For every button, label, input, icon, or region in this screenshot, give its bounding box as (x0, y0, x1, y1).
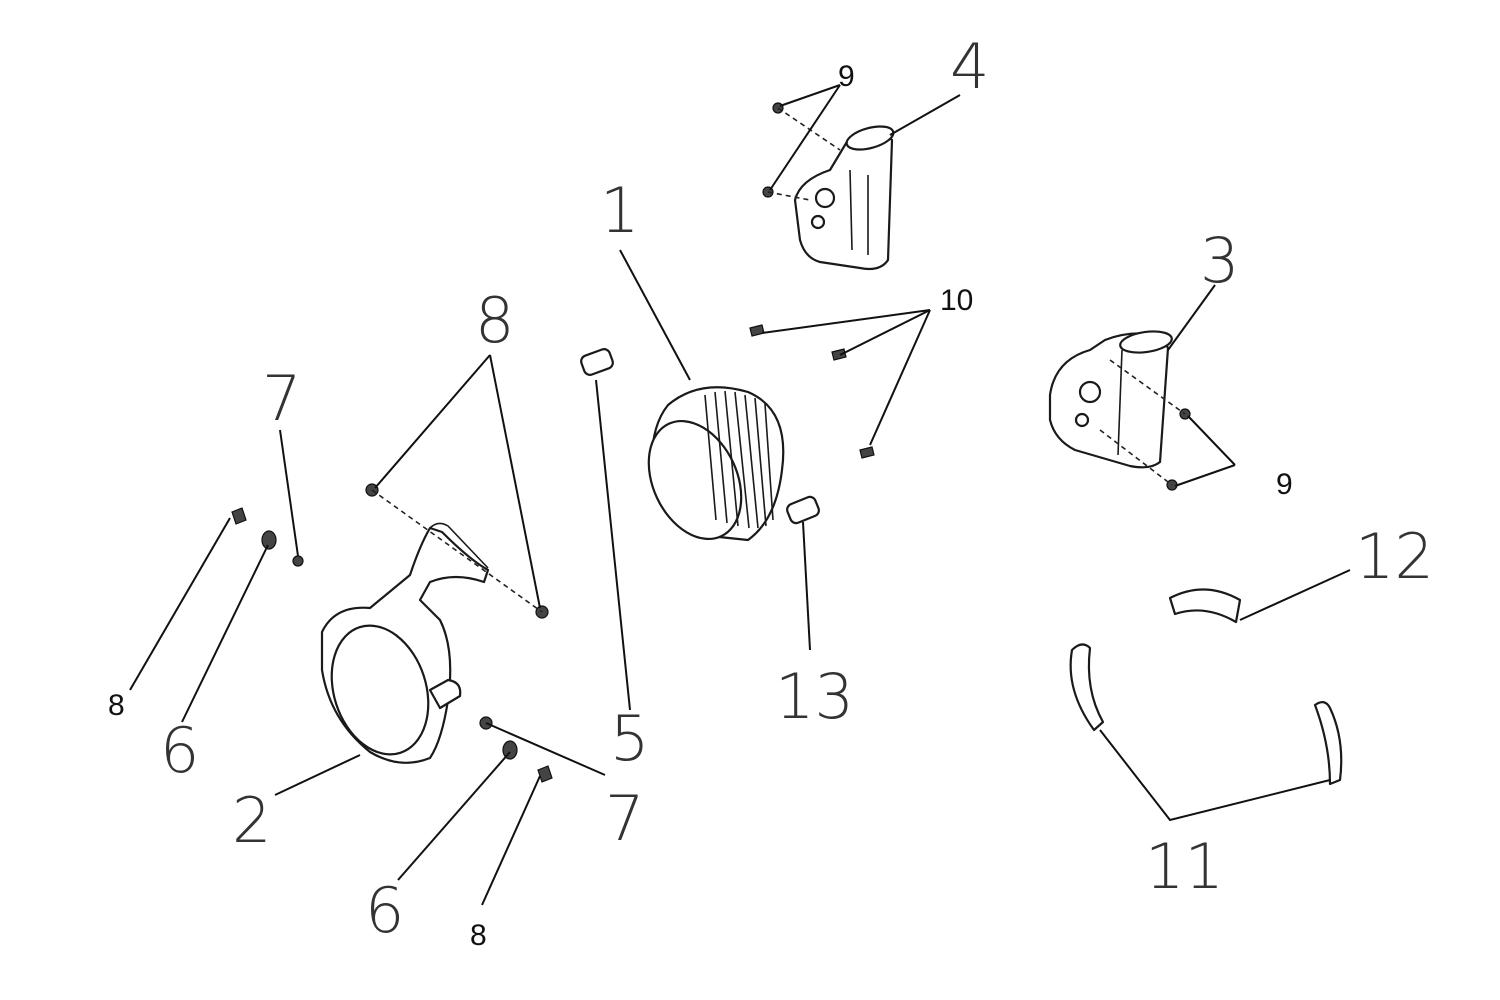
callout-9-upper: 9 (838, 60, 855, 93)
callout-3: 3 (1200, 224, 1239, 297)
callout-10: 10 (940, 284, 973, 317)
leader-lines (129, 84, 1351, 906)
callout-4: 4 (950, 30, 989, 103)
right-mount-clamp (1048, 330, 1173, 469)
callout-11: 11 (1145, 830, 1224, 903)
callout-labels: 1 2 3 4 5 6 6 7 7 8 8 8 9 9 10 11 12 13 (108, 30, 1434, 952)
trim-strip-11-right (1313, 701, 1343, 786)
callout-9-right: 9 (1276, 468, 1293, 501)
callout-6-left: 6 (160, 714, 199, 787)
callout-7-left: 7 (262, 362, 301, 435)
callout-7-lower: 7 (605, 782, 644, 855)
callout-8-upper: 8 (475, 284, 514, 357)
rubber-pad-13 (786, 495, 820, 525)
callout-13: 13 (775, 660, 854, 733)
trim-strip-12 (1168, 588, 1242, 624)
callout-1: 1 (600, 174, 639, 247)
headlight-lamp (647, 386, 785, 542)
upper-mount-clamp (793, 125, 895, 271)
trim-strip-11-left (1069, 643, 1105, 732)
callout-12: 12 (1355, 520, 1434, 593)
alignment-lines (371, 107, 1186, 613)
rubber-pad-5 (580, 348, 614, 376)
callout-5: 5 (610, 702, 649, 775)
lamp-bracket-ring (320, 522, 490, 764)
callout-8-left: 8 (108, 689, 125, 722)
callout-6-lower: 6 (365, 874, 404, 947)
callout-8-lower: 8 (470, 919, 487, 952)
callout-2: 2 (232, 784, 271, 857)
